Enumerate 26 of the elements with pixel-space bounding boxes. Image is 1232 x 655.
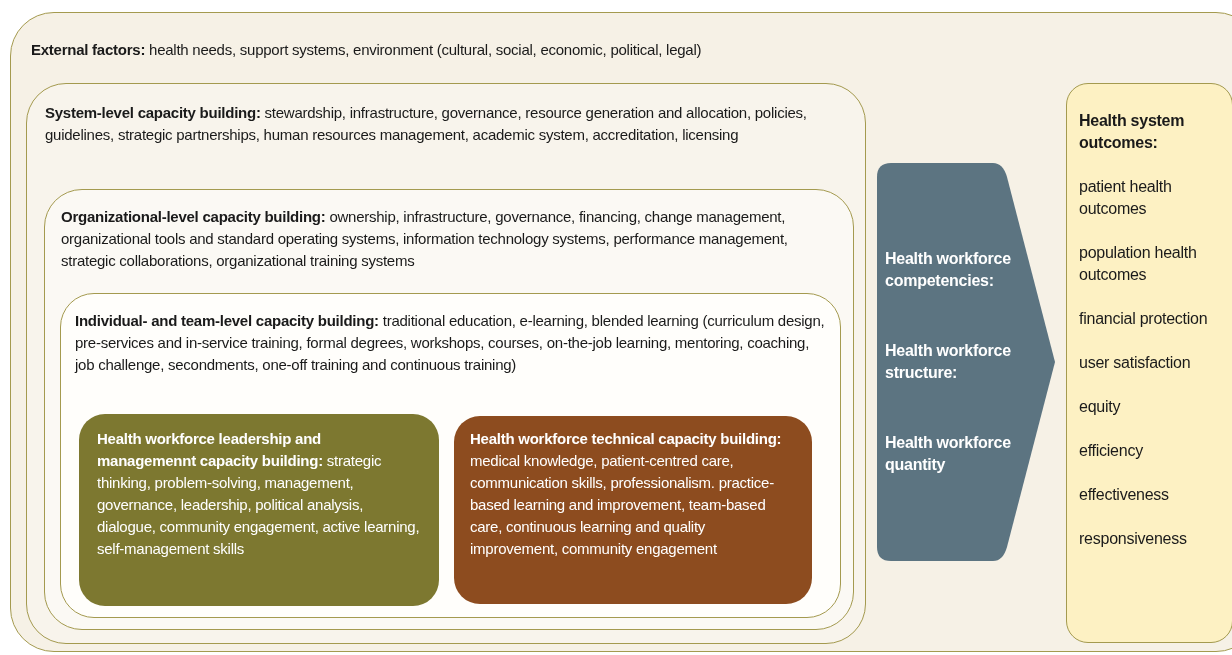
technical-capacity-box: [454, 416, 812, 604]
outcome-item: effectiveness: [1079, 485, 1170, 505]
leadership-capacity-box: [79, 414, 439, 606]
outcome-item: patient health outcomes: [1079, 177, 1173, 219]
system-level-panel: [26, 83, 866, 644]
workforce-item: Health workforce structure:: [885, 341, 1012, 383]
organizational-level-panel: [44, 189, 854, 630]
workforce-chevron: [877, 163, 1057, 561]
system-level-text: System-level capacity building: stewardship, infrastructure, governance, resource generation and allocation, policies, guidelines, strategic partnerships, human resources management, academic system, accreditation, licensing: [45, 103, 808, 145]
organizational-level-text: Organizational-level capacity building: ownership, infrastructure, governance, financing, change management, organizational tools and standard operating systems, information technology systems, performance management, strategic collaborations, organizational training systems: [61, 207, 789, 271]
workforce-item: Health workforce quantity: [885, 433, 1012, 475]
workforce-item: Health workforce competencies:: [885, 249, 1012, 291]
external-factors-text: External factors: health needs, support systems, environment (cultural, social, economic, political, legal): [31, 40, 703, 60]
outer-panel: [10, 12, 1232, 652]
individual-level-text: Individual- and team-level capacity building: traditional education, e-learning, blended learning (curriculum design, pre-services and in-service training, formal degrees, workshops, courses, on-the-job learning, mentoring, coaching, job challenge, secondments, one-off training and continuous training): [75, 311, 826, 375]
outcomes-heading: Health system outcomes:: [1079, 111, 1186, 153]
outcome-item: efficiency: [1079, 441, 1144, 461]
outcome-item: population health outcomes: [1079, 243, 1198, 285]
technical-capacity-text: Health workforce technical capacity building: medical knowledge, patient-centred care, communication skills, professionalism. practice-based learning and improvement, team-based care, continuous learning and quality improvement, community engagement: [470, 429, 783, 559]
outcome-item: user satisfaction: [1079, 353, 1192, 373]
outcome-item: responsiveness: [1079, 529, 1188, 549]
individual-level-panel: [60, 293, 841, 618]
outcomes-panel: [1066, 83, 1232, 643]
leadership-capacity-text: Health workforce leadership and managemennt capacity building: strategic thinking, problem-solving, management, governance, leadership, political analysis, dialogue, community engagement, active learning, self-management skills: [97, 429, 421, 559]
outcome-item: equity: [1079, 397, 1122, 417]
outcome-item: financial protection: [1079, 309, 1209, 329]
